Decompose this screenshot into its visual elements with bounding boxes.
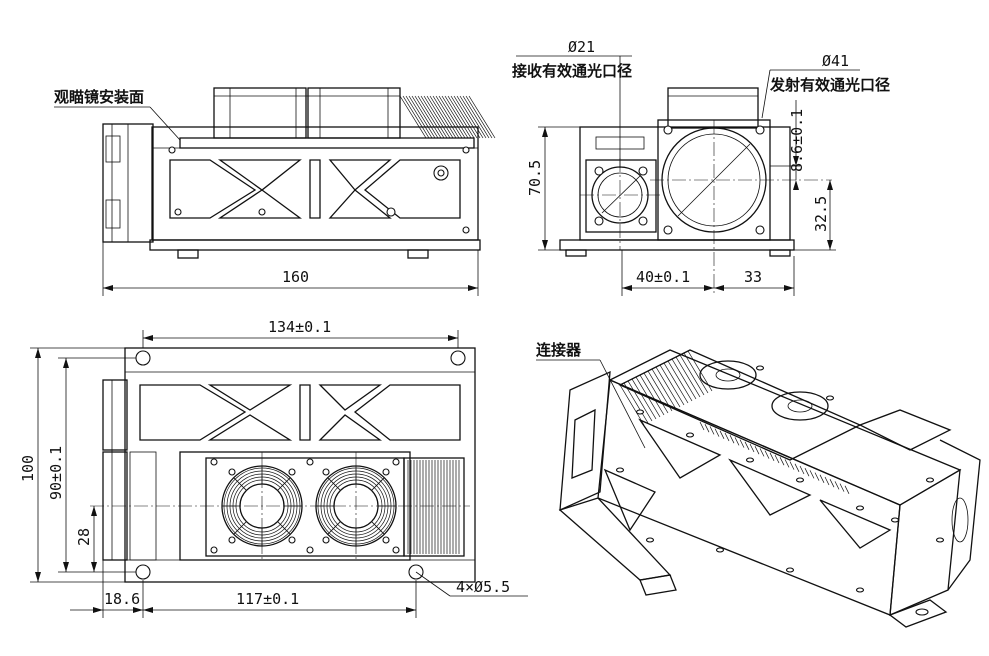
dim-18-6: 18.6 — [104, 590, 140, 608]
dim-117: 117±0.1 — [236, 590, 299, 608]
dim-90: 90±0.1 — [47, 446, 65, 500]
dim-33: 33 — [744, 268, 762, 286]
bottom-view: 134±0.1 100 90±0.1 28 18.6 117±0.1 4×Ø5.… — [19, 318, 528, 618]
dim-70-5: 70.5 — [526, 160, 544, 196]
dim-160: 160 — [282, 268, 309, 286]
dim-134: 134±0.1 — [268, 318, 331, 336]
front-view: 70.5 8.6±0.1 32.5 40±0.1 33 Ø21 接收有效通光口径… — [512, 38, 890, 296]
label-mount-surface: 观瞄镜安装面 — [54, 88, 144, 106]
isometric-view: 连接器 — [536, 341, 981, 628]
dim-40: 40±0.1 — [636, 268, 690, 286]
dim-28: 28 — [75, 528, 93, 546]
dim-32-5: 32.5 — [812, 196, 830, 232]
dim-8-6: 8.6±0.1 — [788, 109, 806, 172]
label-connector: 连接器 — [536, 341, 582, 359]
label-tx-diameter: Ø41 — [822, 52, 849, 70]
label-tx-aperture: 发射有效通光口径 — [769, 76, 890, 94]
side-view: 160 观瞄镜安装面 — [54, 87, 496, 296]
dim-100: 100 — [19, 455, 37, 482]
label-rx-aperture: 接收有效通光口径 — [512, 62, 632, 80]
dim-holes: 4×Ø5.5 — [456, 578, 510, 596]
label-rx-diameter: Ø21 — [568, 38, 595, 56]
